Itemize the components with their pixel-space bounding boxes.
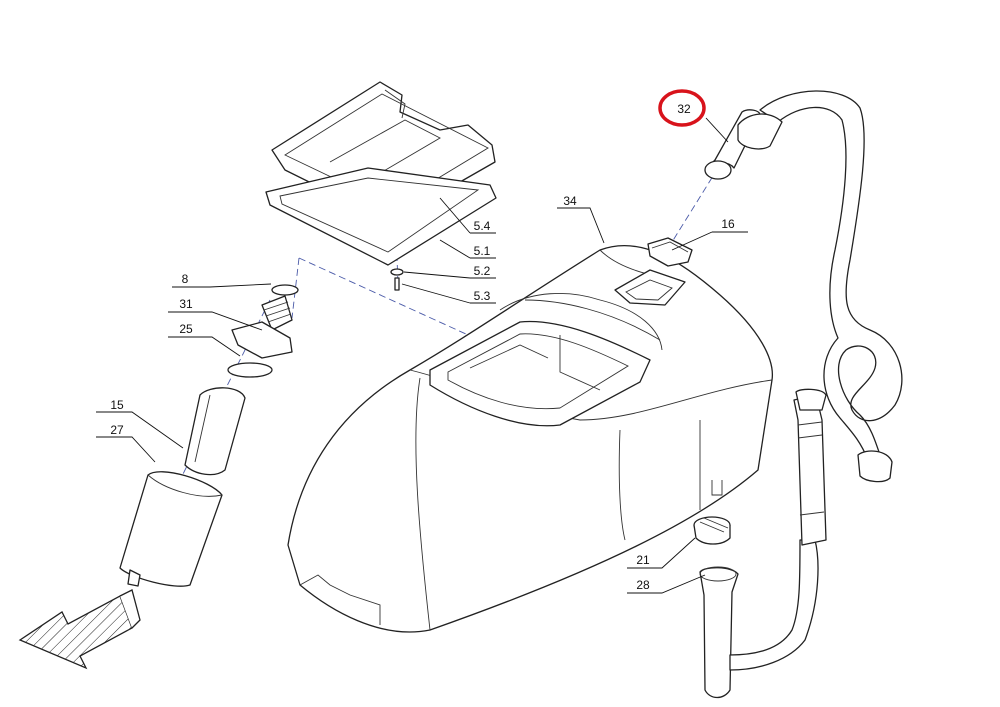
direction-arrow-icon xyxy=(18,589,141,670)
callout-leaders xyxy=(96,117,748,594)
lid-gasket xyxy=(265,167,497,266)
filter-stack xyxy=(119,284,299,587)
callout-34: 34 xyxy=(563,194,577,208)
callout-5-3: 5.3 xyxy=(474,289,491,303)
lid-screw xyxy=(390,268,404,291)
callout-32: 32 xyxy=(677,102,691,116)
callout-5-1: 5.1 xyxy=(474,244,491,258)
callout-8: 8 xyxy=(182,272,189,286)
callout-16: 16 xyxy=(721,217,735,231)
callout-15: 15 xyxy=(110,398,124,412)
callout-28: 28 xyxy=(636,578,650,592)
drain-hose xyxy=(699,539,819,699)
callout-31: 31 xyxy=(179,297,193,311)
highlight-circle xyxy=(658,89,706,127)
callout-5-4: 5.4 xyxy=(474,219,491,233)
callout-27: 27 xyxy=(110,423,124,437)
sleeve-part xyxy=(693,516,731,545)
callout-5-2: 5.2 xyxy=(474,264,491,278)
cap-part xyxy=(647,237,693,267)
callout-25: 25 xyxy=(179,322,193,336)
hose-32 xyxy=(704,90,903,483)
right-hose-assembly xyxy=(793,388,827,546)
callout-labels: 32 34 16 5.4 5.1 5.2 5.3 8 31 25 15 27 2… xyxy=(110,102,735,592)
callout-21: 21 xyxy=(636,553,650,567)
main-body-housing xyxy=(287,245,774,633)
